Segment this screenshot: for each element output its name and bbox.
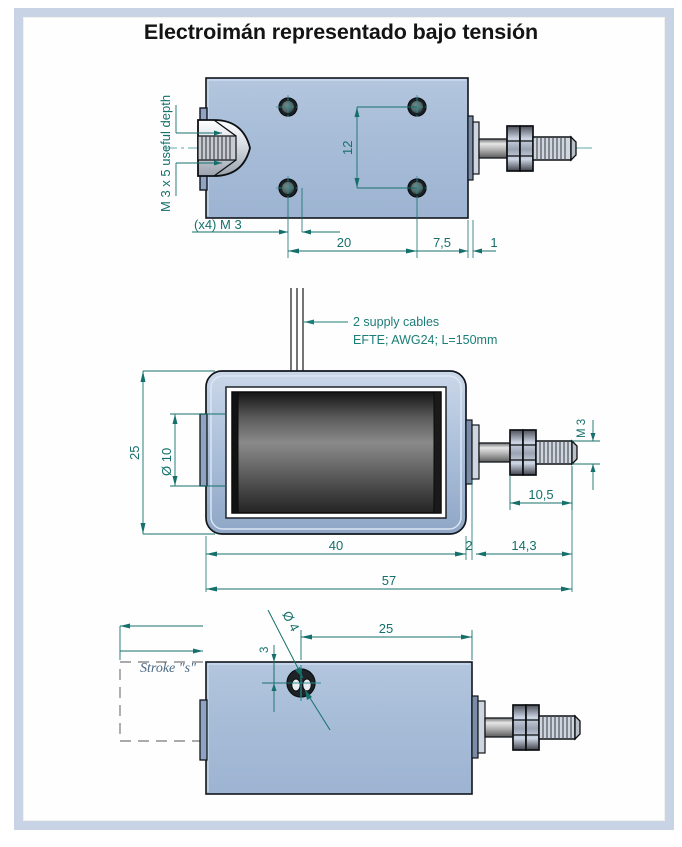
bottom-view-dia-label: Ø 4 bbox=[279, 608, 302, 634]
front-view-shaft-assembly bbox=[465, 419, 578, 485]
front-view-dim-bore bbox=[170, 413, 226, 487]
front-view-dim-105-label: 10,5 bbox=[528, 487, 553, 502]
top-view-thread-note: M 3 x 5 useful depth bbox=[158, 95, 173, 212]
top-view: M 3 x 5 useful depth 12 bbox=[158, 77, 596, 258]
bottom-view-dim-25 bbox=[300, 630, 473, 660]
front-view-dim-57 bbox=[206, 586, 572, 592]
bottom-view-dim-3 bbox=[262, 645, 292, 712]
front-view-dim-25-label: 25 bbox=[127, 446, 142, 460]
front-view-dim-143 bbox=[476, 551, 572, 557]
top-view-thread-note-leaders bbox=[175, 105, 222, 196]
front-view-left-cap bbox=[199, 413, 208, 487]
front-view-cable-leader bbox=[304, 319, 348, 325]
front-view-dim-m3 bbox=[572, 420, 600, 490]
front-view-extension-lines bbox=[205, 466, 573, 592]
bottom-view-dim-3-label: 3 bbox=[259, 647, 271, 653]
page-title: Electroimán representado bajo tensión bbox=[143, 20, 539, 44]
top-view-hole-note: (x4) M 3 bbox=[194, 217, 242, 232]
bottom-view-left-cap bbox=[199, 699, 208, 761]
front-view-dim-m3-label: M 3 bbox=[576, 419, 588, 438]
front-view-dim-bore-label: Ø 10 bbox=[159, 448, 174, 476]
front-view-dim-143-label: 14,3 bbox=[511, 538, 536, 553]
top-view-dim-12-label: 12 bbox=[340, 141, 355, 155]
frame-border-top bbox=[14, 8, 674, 17]
front-view-dim-57-label: 57 bbox=[382, 573, 396, 588]
top-view-shaft-assembly bbox=[467, 115, 577, 181]
top-view-dim-20-label: 20 bbox=[337, 235, 351, 250]
bottom-view-dia-leader bbox=[267, 609, 331, 731]
top-view-hole-note-leader bbox=[192, 229, 340, 235]
front-view-cable-label-line1: 2 supply cables bbox=[353, 315, 439, 329]
bottom-view-dim-25-label: 25 bbox=[379, 621, 393, 636]
top-view-dim-1 bbox=[473, 248, 496, 254]
frame-border-right bbox=[665, 14, 674, 830]
front-view-dim-40 bbox=[206, 551, 466, 557]
top-view-dim-20 bbox=[288, 248, 417, 254]
bottom-view-body bbox=[205, 661, 473, 795]
front-view: 2 supply cables EFTE; AWG24; L=150mm bbox=[127, 288, 600, 592]
bottom-view-dim-stroke bbox=[119, 623, 203, 660]
bottom-view-stroke-envelope bbox=[119, 661, 203, 742]
front-view-coil bbox=[231, 391, 442, 514]
frame-border-left bbox=[14, 8, 23, 830]
top-view-dim-1-label: 1 bbox=[490, 235, 497, 250]
top-view-dim-12 bbox=[354, 106, 417, 189]
top-view-dim-75 bbox=[417, 248, 468, 254]
frame-border-bottom bbox=[20, 821, 674, 830]
bottom-view-stroke-label: Stroke "s" bbox=[140, 661, 196, 676]
bottom-view: Stroke "s" Ø 4 bbox=[119, 608, 581, 795]
top-view-dim-75-label: 7,5 bbox=[433, 235, 451, 250]
top-view-extension-lines bbox=[287, 188, 474, 258]
bottom-view-shaft-assembly bbox=[471, 695, 581, 759]
front-view-dim-2-label: 2 bbox=[465, 538, 472, 553]
front-view-cable-label-line2: EFTE; AWG24; L=150mm bbox=[353, 333, 497, 347]
top-view-threaded-boss bbox=[197, 119, 251, 177]
front-view-dim-25 bbox=[140, 370, 215, 535]
front-view-dim-40-label: 40 bbox=[329, 538, 343, 553]
top-view-mounting-holes bbox=[276, 95, 429, 200]
